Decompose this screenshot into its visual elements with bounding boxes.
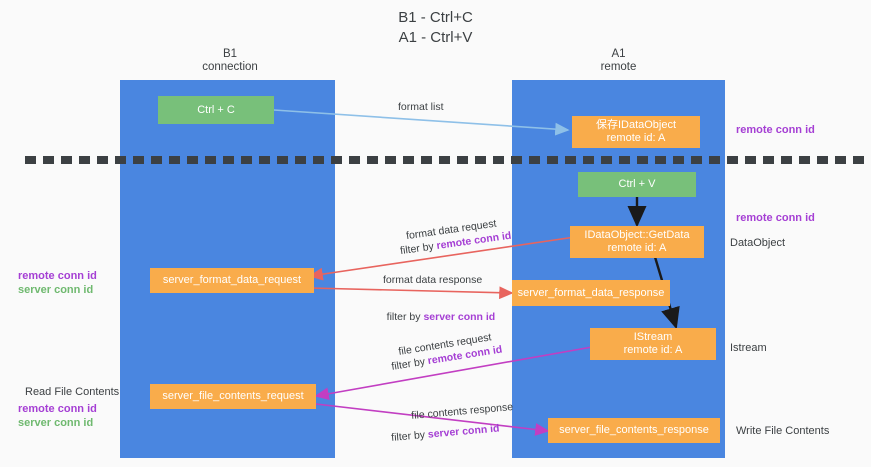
connector-format-data-response (309, 286, 514, 300)
annotation-right-remote-conn-id-top: remote conn id (736, 124, 815, 136)
node-save-idataobject[interactable]: 保存IDataObject remote id: A (572, 116, 700, 148)
filter-prefix: filter by (399, 240, 438, 258)
filter-key-server-conn-id: server conn id (427, 422, 500, 441)
filter-key-remote-conn-id: remote conn id (426, 343, 504, 368)
node-ctrl-c[interactable]: Ctrl + C (158, 96, 274, 124)
filter-prefix: filter by (390, 428, 429, 444)
annotation-dataobject: DataObject (730, 237, 786, 249)
column-heading-right: A1 remote (600, 48, 637, 73)
filter-key-remote-conn-id: remote conn id (435, 229, 512, 253)
annotation-istream: Istream (730, 342, 767, 354)
edge-label-file-contents-response-filter: filter by server conn id (378, 410, 501, 459)
diagram-title: B1 - Ctrl+C A1 - Ctrl+V (398, 9, 473, 46)
annotation-left-server-conn-id: server conn id (18, 284, 94, 296)
phase-separator-dashed-line (25, 156, 871, 164)
node-istream[interactable]: IStream remote id: A (590, 328, 716, 360)
node-idataobject-getdata[interactable]: IDataObject::GetData remote id: A (570, 226, 704, 258)
node-ctrl-v[interactable]: Ctrl + V (578, 172, 696, 197)
node-server-file-contents-request[interactable]: server_file_contents_request (150, 384, 316, 409)
annotation-read-file-contents: Read File Contents (25, 386, 120, 398)
annotation-right-remote-conn-id-mid: remote conn id (736, 212, 815, 224)
node-server-file-contents-response[interactable]: server_file_contents_response (548, 418, 720, 443)
annotation-left-server-conn-id-2: server conn id (18, 417, 94, 429)
edge-label-format-data-response-filter: filter by server conn id (375, 298, 496, 337)
annotation-left-remote-conn-id-2: remote conn id (18, 403, 97, 415)
annotation-left-remote-conn-id: remote conn id (18, 270, 97, 282)
edge-label-format-data-response: format data response (383, 274, 483, 286)
column-heading-left: B1 connection (202, 48, 258, 73)
filter-prefix: filter by (386, 311, 424, 323)
node-server-format-data-response[interactable]: server_format_data_response (512, 280, 670, 306)
filter-key-server-conn-id: server conn id (423, 311, 496, 323)
node-server-format-data-request[interactable]: server_format_data_request (150, 268, 314, 293)
edge-label-format-list: format list (398, 101, 444, 113)
filter-prefix: filter by (390, 355, 429, 373)
annotation-write-file-contents: Write File Contents (736, 425, 830, 437)
